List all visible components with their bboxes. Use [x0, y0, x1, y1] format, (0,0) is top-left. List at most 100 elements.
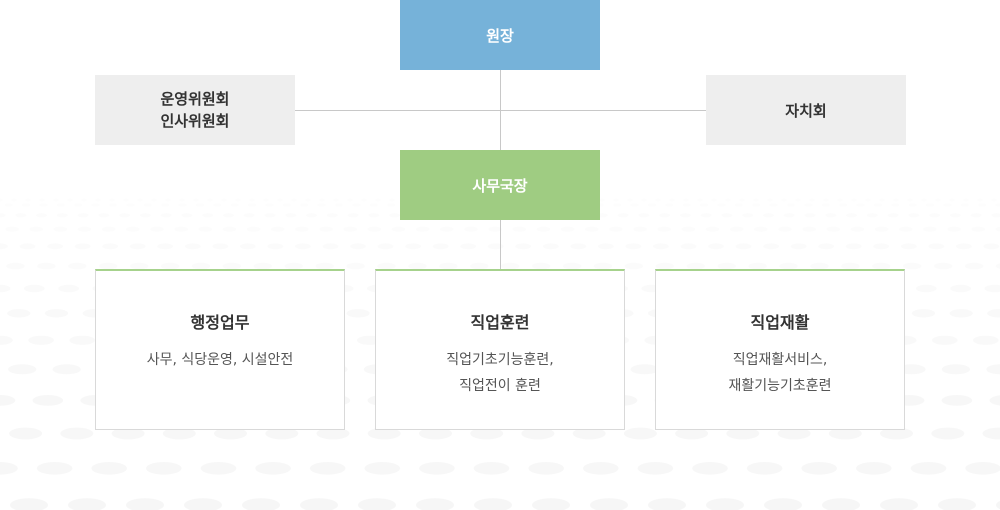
background-dot: [675, 427, 709, 440]
background-dot: [893, 199, 899, 201]
background-dot: [846, 243, 862, 249]
background-dot: [655, 262, 674, 270]
background-dot: [102, 227, 115, 232]
background-dot: [638, 213, 649, 217]
background-dot: [161, 203, 169, 206]
background-dot: [248, 203, 256, 206]
background-dot: [532, 498, 570, 510]
background-dot: [78, 213, 89, 217]
background-dot: [23, 284, 45, 293]
background-dot: [633, 227, 646, 232]
background-dot: [706, 498, 744, 510]
background-dot: [213, 203, 221, 206]
background-dot: [0, 199, 3, 201]
background-dot: [648, 498, 686, 510]
background-dot: [926, 203, 934, 206]
background-dot: [247, 227, 260, 232]
background-dot: [7, 309, 31, 318]
background-dot: [242, 498, 280, 510]
background-dot: [950, 284, 971, 293]
background-dot: [295, 243, 311, 249]
background-dot: [630, 364, 659, 375]
background-dot: [730, 227, 743, 232]
background-dot: [352, 203, 360, 206]
background-dot: [22, 203, 30, 206]
background-dot: [319, 227, 332, 232]
background-dot: [25, 199, 31, 201]
dept-description: 사무, 식당운영, 시설안전: [96, 347, 344, 373]
background-dot: [253, 262, 272, 270]
background-dot: [823, 199, 829, 201]
dept-title: 직업재활: [750, 313, 810, 332]
background-dot: [265, 427, 299, 440]
background-dot: [686, 262, 705, 270]
council-box: 자치회: [706, 75, 906, 145]
background-dot: [32, 395, 64, 406]
background-dot: [996, 227, 1000, 232]
committee-label-operations: 운영위원회: [160, 90, 230, 108]
background-dot: [157, 243, 173, 249]
background-dot: [637, 462, 674, 475]
background-dot: [706, 227, 719, 232]
background-dot: [779, 262, 798, 270]
background-dot: [57, 203, 65, 206]
background-dot: [735, 203, 743, 206]
background-dot: [202, 213, 213, 217]
background-dot: [123, 199, 129, 201]
background-dot: [488, 243, 504, 249]
background-dot: [60, 427, 94, 440]
background-dot: [963, 199, 969, 201]
background-dot: [683, 199, 689, 201]
background-dot: [68, 498, 106, 510]
background-dot: [0, 462, 18, 475]
background-dot: [15, 213, 26, 217]
background-dot: [781, 199, 787, 201]
background-dot: [439, 262, 458, 270]
background-dot: [419, 462, 455, 475]
background-dot: [222, 262, 242, 270]
background-dot: [58, 284, 79, 293]
background-dot: [537, 227, 550, 232]
background-dot: [367, 427, 401, 440]
committees-box: 운영위원회 인사위원회: [95, 75, 295, 145]
background-dot: [891, 203, 899, 206]
background-dot: [68, 262, 87, 270]
background-dot: [346, 262, 365, 270]
background-dot: [692, 462, 728, 475]
background-dot: [309, 462, 346, 475]
background-dot: [665, 203, 673, 206]
background-dot: [627, 199, 633, 201]
connector-secretary-to-departments: [500, 220, 501, 269]
background-dot: [0, 395, 16, 406]
background-dot: [265, 213, 276, 217]
background-dot: [358, 498, 396, 510]
background-dot: [9, 427, 43, 440]
background-dot: [624, 262, 644, 270]
background-dot: [561, 227, 574, 232]
background-dot: [804, 203, 812, 206]
background-dot: [335, 203, 343, 206]
background-dot: [943, 203, 951, 206]
background-dot: [805, 213, 816, 217]
background-dot: [809, 199, 815, 201]
background-dot: [973, 335, 999, 345]
background-dot: [470, 427, 504, 440]
background-dot: [754, 227, 767, 232]
background-dot: [271, 227, 284, 232]
background-dot: [986, 364, 1000, 375]
dept-desc-line: 사무, 식당운영, 시설안전: [146, 352, 294, 368]
background-dot: [389, 199, 395, 201]
background-dot: [872, 262, 891, 270]
background-dot: [440, 227, 453, 232]
background-dot: [949, 199, 955, 201]
background-dot: [956, 243, 972, 249]
dept-desc-line: 직업기초기능훈련,: [446, 352, 554, 368]
background-dot: [54, 227, 67, 232]
background-dot: [978, 203, 986, 206]
background-dot: [285, 213, 296, 217]
background-dot: [648, 203, 656, 206]
background-dot: [212, 243, 228, 249]
background-dot: [874, 203, 882, 206]
background-dot: [364, 462, 401, 475]
background-dot: [240, 243, 256, 249]
